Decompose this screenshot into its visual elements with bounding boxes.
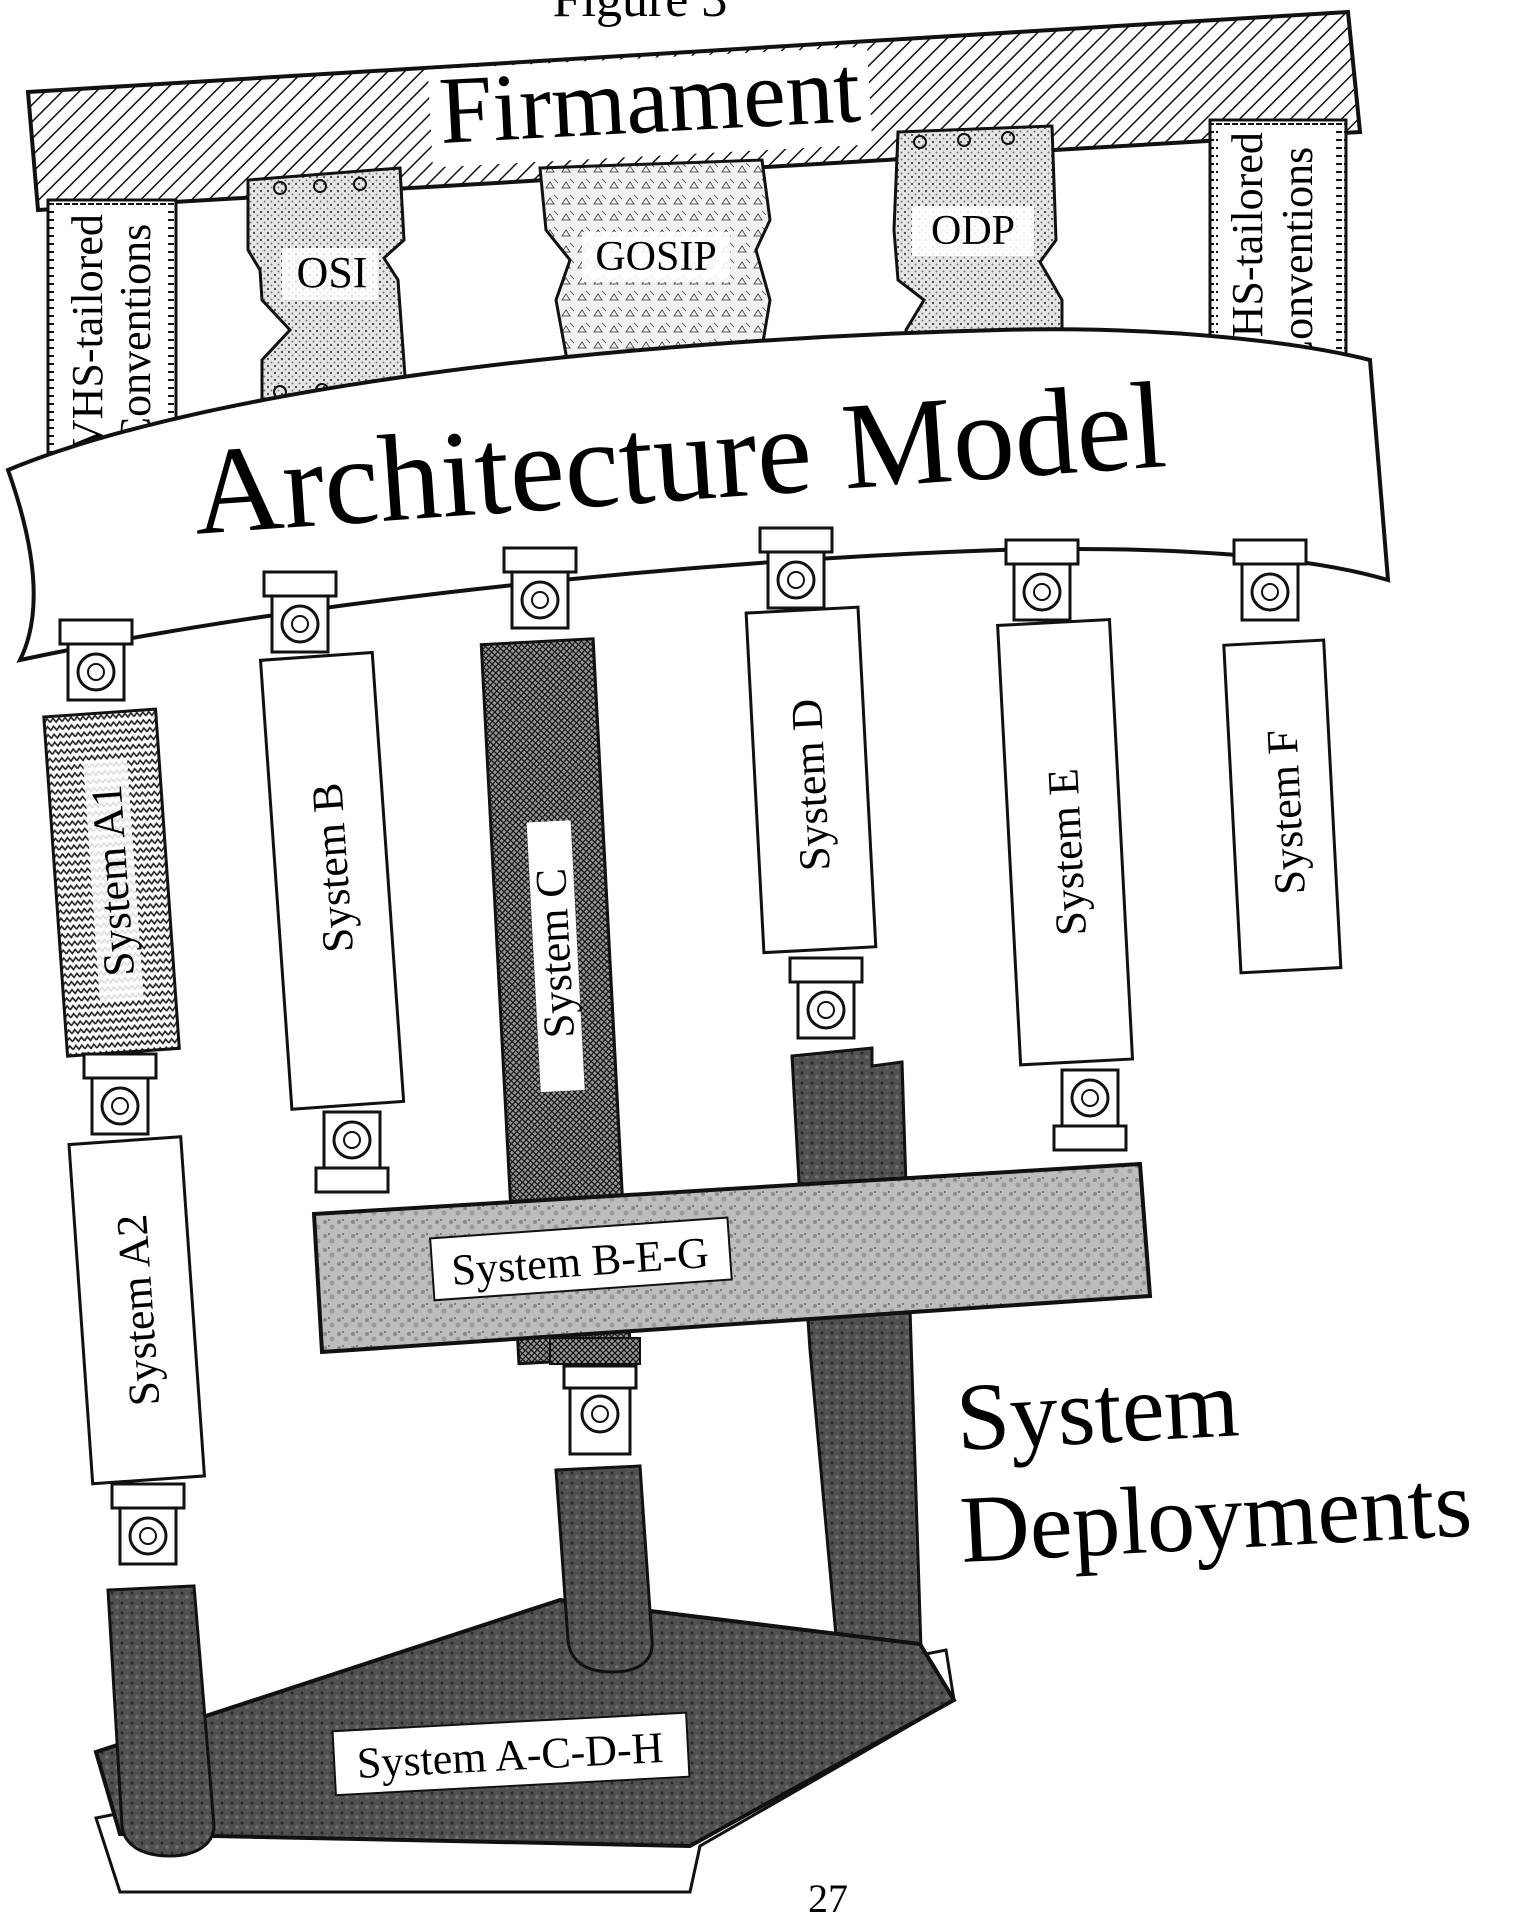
system-c-pillar: System C [479,637,633,1366]
system-acdh-label-box [331,1711,691,1797]
system-b-label: System B [302,781,363,954]
standard-gosip: GOSIP [538,158,772,378]
system-e-label: System E [1038,767,1096,937]
standard-odp-label: ODP [931,208,1015,254]
joint-a-top [58,618,134,702]
standard-osi: OSI [246,166,408,404]
page-number: 27 [808,1876,848,1912]
system-beg-label-box [429,1216,733,1302]
firmament-label-box [427,46,873,168]
system-deployments-line1: System [953,1349,1241,1471]
joint-b-top [262,570,338,654]
joint-a-bottom [110,1482,186,1566]
joint-c-bottom [562,1364,638,1456]
standard-gosip-label: GOSIP [595,234,716,280]
right-conventions-line2: Conventions [1273,147,1322,369]
system-c-lower-stub [549,1337,641,1365]
system-a2-pillar: System A2 [67,1135,207,1486]
system-beg-bar [311,1161,1153,1355]
system-e-pillar: System E [996,618,1135,1067]
system-f-label: System F [1257,729,1315,896]
standard-osi-label: OSI [297,248,368,297]
system-c-deployment-column [554,1464,654,1674]
joint-a-mid [82,1052,158,1136]
joint-e-top [1004,538,1080,622]
left-conventions-line1: IVHS-tailored [63,214,112,466]
left-conventions-column: IVHS-tailored Conventions [46,198,178,472]
firmament-title: Firmament [436,35,863,164]
joint-f-top [1232,538,1308,622]
system-a-deployment-column [106,1584,216,1858]
joint-d-mid [788,956,864,1040]
joint-c-top [502,546,578,630]
system-d-deployment-column [790,1046,924,1714]
standard-odp: ODP [892,124,1064,378]
joint-e-bottom [1052,1068,1128,1152]
system-deployments-line2: Deployments [957,1449,1474,1583]
system-a1-pillar: System A1 [42,707,181,1058]
system-d-label: System D [782,698,840,873]
system-f-pillar: System F [1222,638,1343,975]
system-d-pillar: System D [744,605,878,955]
joint-d-top [758,526,834,610]
left-conventions-line2: Conventions [111,224,160,446]
system-c-label: System C [526,867,584,1039]
figure-label: Figure 3 [553,0,728,28]
joint-b-bottom [314,1110,390,1194]
system-b-pillar: System B [258,650,406,1111]
